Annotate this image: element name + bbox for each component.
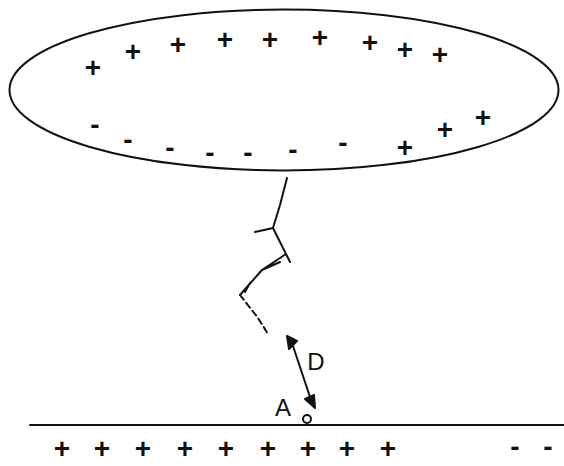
charge-sign: +: [300, 435, 316, 463]
charge-sign: +: [262, 26, 278, 54]
charge-sign: +: [218, 435, 234, 463]
arrow-head: [305, 395, 315, 408]
charge-sign: +: [177, 435, 193, 463]
charge-sign: +: [397, 36, 413, 64]
charge-sign: +: [125, 38, 141, 66]
cloud-outline: [8, 8, 560, 172]
charge-sign: +: [260, 435, 276, 463]
charge-sign: -: [205, 139, 214, 167]
charge-sign: +: [312, 24, 328, 52]
charge-sign: +: [380, 435, 396, 463]
ground-line: [30, 424, 564, 426]
charge-sign: +: [85, 54, 101, 82]
charge-sign: +: [432, 41, 448, 69]
charge-sign: -: [165, 134, 174, 162]
strike-point: [303, 415, 311, 423]
distance-label: D: [307, 350, 324, 374]
leader-branches: [240, 228, 290, 295]
stepped-leader: [273, 178, 287, 228]
charge-sign: +: [475, 104, 491, 132]
charge-sign: +: [94, 435, 110, 463]
charge-sign: +: [170, 31, 186, 59]
charge-sign: -: [543, 433, 552, 461]
cloud-ellipse: +++++++++-------+++: [8, 8, 560, 172]
charge-sign: -: [288, 136, 297, 164]
charge-sign: +: [135, 435, 151, 463]
charge-sign: -: [510, 433, 519, 461]
charge-sign: -: [123, 126, 132, 154]
charge-sign: -: [90, 111, 99, 139]
charge-sign: -: [338, 129, 347, 157]
arrow-head: [287, 336, 297, 349]
charge-sign: -: [243, 139, 252, 167]
point-label: A: [275, 396, 291, 420]
leader-tip: [240, 295, 268, 334]
charge-sign: +: [217, 26, 233, 54]
charge-sign: +: [54, 435, 70, 463]
charge-sign: +: [362, 29, 378, 57]
charge-sign: +: [339, 435, 355, 463]
charge-sign: +: [397, 134, 413, 162]
charge-sign: +: [437, 116, 453, 144]
